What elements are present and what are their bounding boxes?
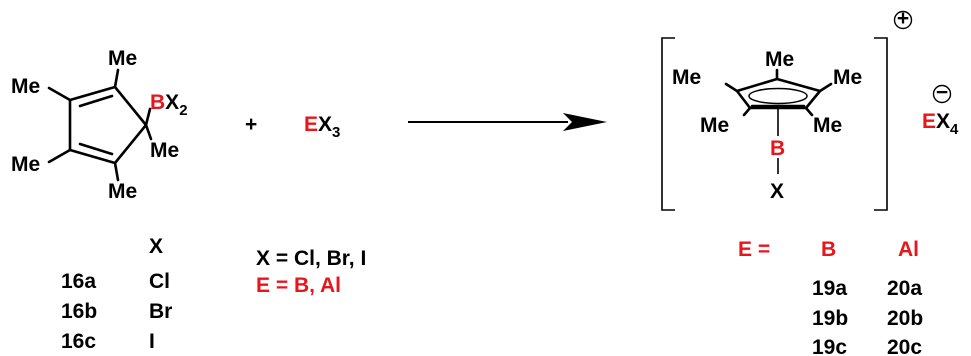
conditions-element-definition: E = B, Al (256, 274, 341, 297)
product-table-header-label: E = (738, 238, 770, 261)
product-left-bracket (661, 37, 675, 211)
product-methyl-lower-left: Me (700, 114, 729, 137)
product-anion: − EX4 (922, 81, 959, 138)
reactant-table-row-value: Br (149, 300, 172, 323)
product-table-cell: 20a (887, 277, 922, 300)
reactant-molecule: Me Me Me Me Me BX2 (11, 47, 188, 203)
reactant-methyl-lower-left: Me (11, 153, 40, 176)
anion-formula: EX4 (922, 110, 959, 138)
product-methyl-top: Me (765, 48, 794, 71)
reaction-arrow (408, 113, 607, 131)
anion-charge-text: − (936, 81, 948, 104)
reactant-table-row-label: 16c (61, 330, 96, 353)
product-substituent-bonds (724, 68, 833, 174)
reactant-methyl-upper-left: Me (11, 75, 40, 98)
conditions-halide-definition: X = Cl, Br, I (256, 247, 366, 270)
product-table-cell: 19b (812, 307, 848, 330)
product-table-cell: 19c (812, 336, 847, 356)
reactant-boron-halide: X (165, 91, 179, 114)
product-boron-atom: B (770, 137, 785, 160)
product-cation: Me Me Me Me Me B X + (661, 7, 913, 211)
reagent-element: E (304, 113, 318, 136)
reagent-subscript: 3 (332, 124, 340, 141)
plus-sign: + (245, 113, 257, 136)
reactant-ring-bonds (68, 85, 148, 165)
reactant-boron-group: BX2 (150, 91, 188, 119)
anion-halide: X (936, 110, 950, 133)
product-table-column-header: B (821, 238, 836, 261)
cation-charge-symbol: + (893, 7, 913, 30)
product-ring (735, 77, 822, 110)
cation-charge-text: + (897, 7, 909, 30)
product-methyl-upper-left: Me (672, 66, 701, 89)
reactant-boron-atom: B (150, 91, 165, 114)
product-table: E = B Al 19a 20a 19b 20b 19c 20c (738, 238, 923, 356)
reactant-table-row-label: 16b (61, 300, 97, 323)
anion-element: E (922, 110, 936, 133)
anion-subscript: 4 (950, 121, 959, 138)
product-methyl-lower-right: Me (813, 114, 842, 137)
reagent-halide: X (318, 113, 332, 136)
product-halide-atom: X (770, 180, 784, 203)
product-table-cell: 19a (812, 277, 847, 300)
product-methyl-upper-right: Me (833, 66, 862, 89)
reactant-boron-subscript: 2 (179, 102, 187, 119)
reactant-methyl-quaternary: Me (150, 139, 179, 162)
anion-charge-symbol: − (932, 81, 952, 104)
reactant-substituent-bonds (47, 68, 153, 182)
reactant-table-row-value: Cl (149, 270, 170, 293)
product-table-column-header: Al (898, 238, 919, 261)
product-table-cell: 20c (887, 336, 922, 356)
product-right-bracket (874, 37, 888, 211)
reactant-table-row-value: I (149, 330, 155, 353)
reactant-methyl-top: Me (108, 47, 137, 70)
reactant-methyl-bottom: Me (108, 180, 137, 203)
reactant-table-row-label: 16a (61, 270, 96, 293)
product-table-cell: 20b (887, 307, 923, 330)
reagent-formula: EX3 (304, 113, 340, 141)
reactant-table: X 16a Cl 16b Br 16c I (61, 235, 172, 353)
reactant-table-header: X (149, 235, 163, 258)
